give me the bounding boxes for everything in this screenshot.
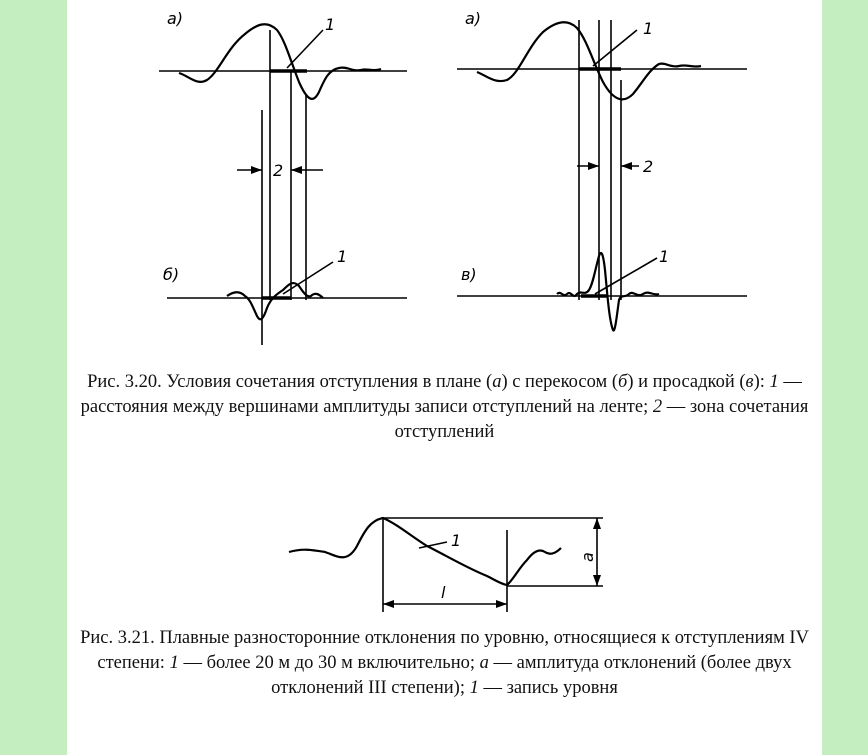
document-page: а) а) б) в) 1 1 1 1 2 2 Рис. 3.20. Услов… <box>67 0 822 755</box>
num-1-b: 1 <box>337 247 347 266</box>
leader-1-v <box>594 257 658 295</box>
label-v: в) <box>461 265 477 284</box>
label-l: l <box>441 583 446 602</box>
num-1-v: 1 <box>659 247 669 266</box>
leader-1-fig2 <box>418 541 448 549</box>
label-a: a <box>578 552 597 562</box>
curve-a-left <box>178 23 382 100</box>
num-2-right: 2 <box>643 157 653 176</box>
label-b: б) <box>163 265 179 284</box>
arrowhead-l-right <box>496 600 507 608</box>
arrowhead-2-right-b <box>621 162 632 170</box>
arrowhead-a-bottom <box>593 575 601 586</box>
figure-3-21: 1 l a <box>288 516 603 612</box>
figure-3-20: а) а) б) в) 1 1 1 1 2 2 <box>159 9 747 345</box>
caption-3-21: Рис. 3.21. Плавные разносторонние отклон… <box>80 628 809 698</box>
leader-1-a-right <box>592 29 638 67</box>
leader-1-b <box>282 261 334 295</box>
arrowhead-a-top <box>593 518 601 529</box>
num-1-a-right: 1 <box>643 19 653 38</box>
label-a-right: а) <box>465 9 481 28</box>
leader-1-a-left <box>286 29 324 69</box>
num-2-left: 2 <box>273 161 283 180</box>
arrowhead-2-left-b <box>291 166 302 174</box>
curve-level <box>288 516 562 587</box>
label-a-left: а) <box>167 9 183 28</box>
num-1-fig2: 1 <box>451 531 461 550</box>
caption-3-20: Рис. 3.20. Условия сочетания отступления… <box>80 372 809 442</box>
arrowhead-2-right-a <box>588 162 599 170</box>
num-1-a-left: 1 <box>325 15 335 34</box>
curve-a-right <box>476 21 702 101</box>
curve-v <box>556 251 660 332</box>
arrowhead-2-left-a <box>251 166 262 174</box>
arrowhead-l-left <box>383 600 394 608</box>
